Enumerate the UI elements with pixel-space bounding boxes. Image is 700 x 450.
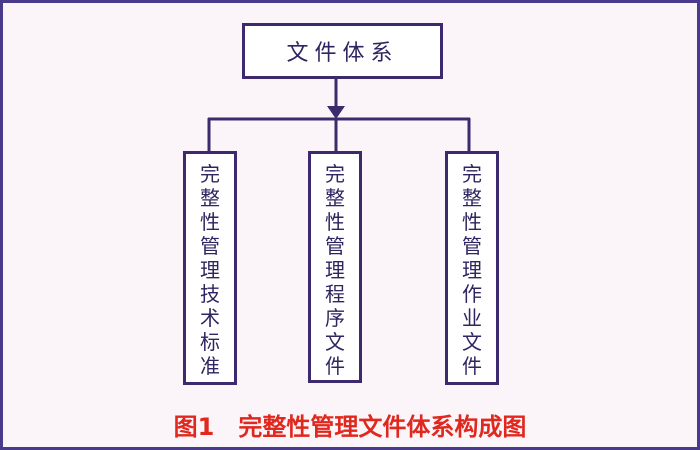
label-char: 程 [325,282,345,306]
label-char: 性 [200,210,220,234]
label-char: 术 [200,306,220,330]
root-node-box: 文件体系 [242,23,443,79]
connector-lines [207,78,471,152]
label-char: 整 [200,186,220,210]
label-char: 管 [462,234,482,258]
label-char: 标 [200,330,220,354]
child-node-work-documents: 完整性管理作业文件 [445,151,499,385]
label-char: 性 [325,210,345,234]
label-char: 完 [462,162,482,186]
label-char: 业 [462,306,482,330]
label-char: 序 [325,306,345,330]
label-char: 文 [462,330,482,354]
label-char: 技 [200,282,220,306]
label-char: 整 [325,186,345,210]
figure-caption: 图1 完整性管理文件体系构成图 [173,413,527,441]
root-arrowhead [327,106,345,119]
root-node-label: 文件体系 [286,41,399,66]
child-node-label: 完整性管理技术标准 [200,162,220,378]
label-char: 理 [200,258,220,282]
label-char: 文 [325,330,345,354]
label-char: 管 [325,234,345,258]
child-node-technical-standards: 完整性管理技术标准 [183,151,237,385]
label-char: 完 [325,162,345,186]
label-char: 准 [200,354,220,378]
label-char: 件 [462,354,482,378]
child-node-label: 完整性管理程序文件 [325,162,345,378]
label-char: 理 [325,258,345,282]
label-char: 管 [200,234,220,258]
child-node-procedure-documents: 完整性管理程序文件 [308,151,362,383]
label-char: 整 [462,186,482,210]
label-char: 性 [462,210,482,234]
child-node-label: 完整性管理作业文件 [462,162,482,378]
label-char: 完 [200,162,220,186]
label-char: 理 [462,258,482,282]
label-char: 件 [325,354,345,378]
label-char: 作 [462,282,482,306]
